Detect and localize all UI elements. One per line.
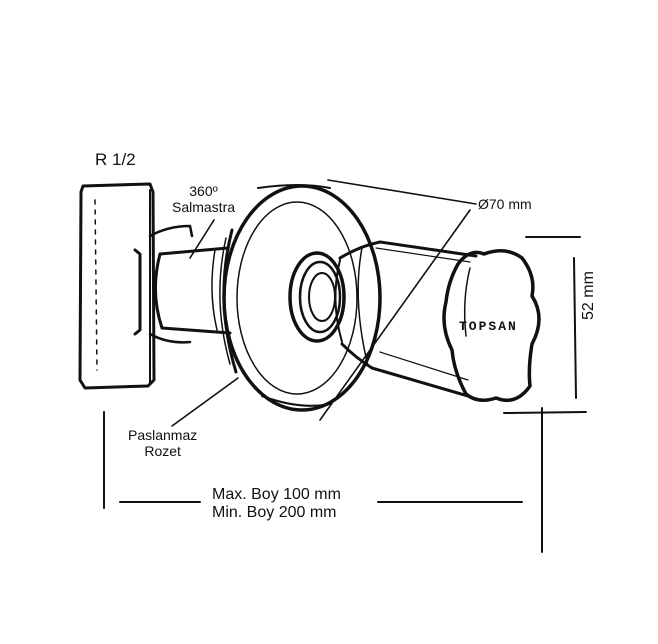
rosette xyxy=(219,184,382,412)
seal-leader-line xyxy=(189,219,215,259)
height-label: 52 mm xyxy=(580,271,597,320)
rosette-leader-line xyxy=(171,377,239,427)
rosette-label-line2: Rozet xyxy=(144,443,181,460)
brand-logo-text: TOPSAN xyxy=(459,319,518,334)
seal-label-line1: 360º xyxy=(189,183,218,199)
length-dimension xyxy=(103,407,543,553)
handle-cap xyxy=(442,249,541,402)
height-dimension xyxy=(503,236,587,414)
thread-size-label: R 1/2 xyxy=(95,150,136,169)
rosette-label: Paslanmaz Rozet xyxy=(128,427,197,459)
diameter-label: Ø70 mm xyxy=(478,196,532,212)
seal-label: 360º Salmastra xyxy=(172,183,235,215)
seal-label-line2: Salmastra xyxy=(172,199,236,216)
length-max-label: Max. Boy 100 mm xyxy=(212,486,341,503)
stem-packing xyxy=(153,246,232,335)
length-min-label: Min. Boy 200 mm xyxy=(212,504,337,522)
rosette-label-line1: Paslanmaz xyxy=(128,427,198,443)
wall-fitting xyxy=(78,182,156,390)
threaded-neck xyxy=(148,224,194,344)
handle xyxy=(334,240,478,398)
diameter-leader-top xyxy=(327,179,477,205)
diameter-leader-diag xyxy=(319,209,471,421)
length-label: Max. Boy 100 mm Min. Boy 200 mm xyxy=(212,486,341,523)
